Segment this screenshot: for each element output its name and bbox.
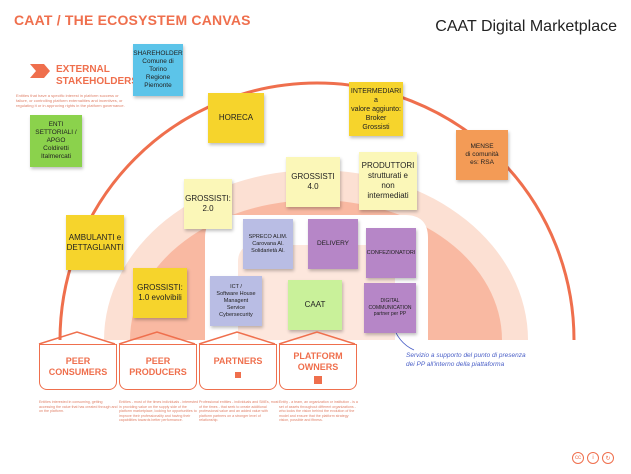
owners-square-icon [314, 375, 322, 384]
role-label: PLATFORM OWNERS [293, 350, 343, 372]
note-confezionatori[interactable]: CONFEZIONATORI [366, 228, 416, 278]
note-shareholder[interactable]: SHAREHOLDER Comune di Torino Regione Pie… [133, 44, 183, 96]
note-grossisti-40[interactable]: GROSSISTI 4.0 [286, 157, 340, 207]
note-text: ENTI SETTORIALI / APGO Coldiretti Italme… [35, 121, 77, 160]
note-text: PRODUTTORI strutturati e non intermediat… [361, 161, 415, 200]
role-partners[interactable]: PARTNERS [199, 344, 277, 390]
role-description: Entities - most of the times individuals… [119, 400, 199, 423]
roof-owners [278, 331, 356, 345]
role-platform-owners[interactable]: PLATFORM OWNERS [279, 344, 357, 390]
note-digital-communication[interactable]: DIGITAL COMMUNICATION partner per PP [364, 283, 416, 333]
note-spreco-alimentare[interactable]: SPRECO ALIM. Carovana Al. Solidarietà Al… [243, 219, 293, 269]
note-text: SHAREHOLDER Comune di Torino Regione Pie… [133, 50, 183, 89]
note-delivery[interactable]: DELIVERY [308, 219, 358, 269]
note-ambulanti[interactable]: AMBULANTI e DETTAGLIANTI [66, 215, 124, 270]
note-grossisti-20[interactable]: GROSSISTI: 2.0 [184, 179, 232, 229]
role-roofs [38, 331, 356, 345]
note-text: DELIVERY [316, 240, 350, 247]
note-horeca[interactable]: HORECA [208, 93, 264, 143]
note-text: SPRECO ALIM. Carovana Al. Solidarietà Al… [248, 233, 288, 254]
note-text: INTERMEDIARI a valore aggiunto: Broker G… [350, 87, 402, 131]
cc-icon: cc [572, 452, 584, 464]
note-text: GROSSISTI: 2.0 [185, 194, 231, 213]
role-peer-consumers[interactable]: PEER CONSUMERS [39, 344, 117, 390]
roof-partners [198, 331, 276, 345]
note-ict[interactable]: ICT / Software House Managent Service Cy… [210, 276, 262, 326]
marketplace-title: CAAT Digital Marketplace [435, 18, 617, 35]
note-text: CONFEZIONATORI [366, 250, 416, 256]
note-text: ICT / Software House Managent Service Cy… [216, 283, 256, 318]
role-peer-producers[interactable]: PEER PRODUCERS [119, 344, 197, 390]
chevron-arrow-icon [30, 64, 50, 78]
external-label-line2: STAKEHOLDERS [56, 76, 139, 87]
digital-communication-annotation: Servizio a supporto del punto di presenz… [406, 352, 526, 368]
external-label-line1: EXTERNAL [56, 64, 110, 75]
note-text: CAAT [304, 300, 326, 309]
note-produttori[interactable]: PRODUTTORI strutturati e non intermediat… [359, 152, 417, 210]
note-text: GROSSISTI 4.0 [291, 172, 335, 191]
note-text: HORECA [218, 113, 254, 122]
note-text: GROSSISTI: 1.0 evolvibili [137, 283, 183, 302]
note-text: AMBULANTI e DETTAGLIANTI [66, 232, 124, 252]
role-description: Entity - a team, an organization or inst… [279, 400, 358, 423]
note-caat[interactable]: CAAT [288, 280, 342, 330]
note-grossisti-10[interactable]: GROSSISTI: 1.0 evolvibili [133, 268, 187, 318]
attribution-icon: i [587, 452, 599, 464]
note-enti-settoriali[interactable]: ENTI SETTORIALI / APGO Coldiretti Italme… [30, 115, 82, 167]
role-description: Entities interested in consuming, gettin… [39, 400, 118, 414]
roof-consumers [38, 331, 116, 345]
external-stakeholders-description: Entities that have a specific interest i… [16, 93, 125, 108]
note-text: MENSE di comunità es: RSA [465, 143, 499, 166]
role-label: PEER CONSUMERS [48, 356, 108, 377]
partners-square-icon [235, 372, 241, 378]
role-label: PARTNERS [213, 356, 263, 366]
external-stakeholders-label: EXTERNAL STAKEHOLDERS [56, 64, 138, 88]
note-intermediari[interactable]: INTERMEDIARI a valore aggiunto: Broker G… [349, 82, 403, 136]
sharealike-icon: ↻ [602, 452, 614, 464]
note-text: DIGITAL COMMUNICATION partner per PP [368, 298, 412, 318]
note-mense[interactable]: MENSE di comunità es: RSA [456, 130, 508, 180]
roof-producers [118, 331, 196, 345]
canvas-title: CAAT / THE ECOSYSTEM CANVAS [14, 12, 251, 28]
role-description: Professional entities - individuals and … [199, 400, 279, 423]
role-label: PEER PRODUCERS [129, 356, 187, 377]
